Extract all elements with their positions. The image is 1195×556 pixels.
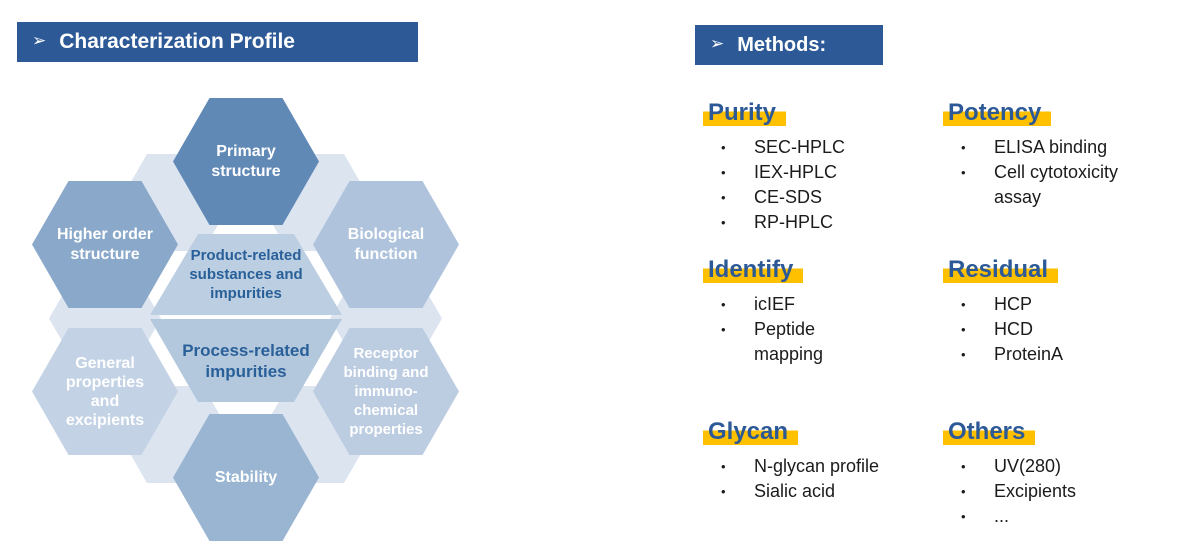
section-heading: Glycan	[703, 416, 799, 447]
hexagon-label: Biological function	[347, 225, 425, 263]
characterization-hexagon-diagram: Primary structure Higher order structure…	[20, 88, 480, 553]
bullet-icon: •	[721, 215, 726, 230]
bullet-icon: •	[721, 459, 726, 474]
section-others: Others •UV(280) •Excipients •...	[943, 416, 1148, 529]
hexagon-label: Stability	[214, 468, 278, 486]
bullet-icon: •	[721, 297, 726, 312]
section-heading: Others	[943, 416, 1036, 447]
bullet-icon: •	[721, 322, 726, 337]
method-list: •icIEF •Peptide mapping	[708, 292, 858, 367]
method-list: •UV(280) •Excipients •...	[948, 454, 1148, 529]
list-item: •Excipients	[948, 479, 1148, 504]
section-heading: Residual	[943, 254, 1059, 285]
list-item: •IEX-HPLC	[708, 160, 918, 185]
bullet-icon: •	[961, 165, 966, 180]
list-item: •ProteinA	[948, 342, 1148, 367]
list-item: •icIEF	[708, 292, 858, 317]
list-item: •CE-SDS	[708, 185, 918, 210]
hexagon-receptor-binding: Receptor binding and immuno- chemical pr…	[313, 328, 459, 455]
list-item: •RP-HPLC	[708, 210, 918, 235]
section-heading: Purity	[703, 97, 787, 128]
section-heading: Identify	[703, 254, 804, 285]
methods-title: Methods:	[737, 33, 827, 56]
bullet-icon: •	[961, 140, 966, 155]
bullet-icon: •	[961, 347, 966, 362]
characterization-profile-title-bar: ➢ Characterization Profile	[17, 22, 418, 62]
arrow-icon: ➢	[710, 34, 725, 53]
list-item: •SEC-HPLC	[708, 135, 918, 160]
hexagon-label: Higher order structure	[56, 225, 153, 263]
hexagon-biological-function: Biological function	[313, 181, 459, 308]
method-list: •N-glycan profile •Sialic acid	[708, 454, 938, 504]
hexagon-label: Primary structure	[211, 142, 281, 180]
list-item: •Peptide mapping	[708, 317, 858, 367]
list-item: •UV(280)	[948, 454, 1148, 479]
method-list: •ELISA binding •Cell cytotoxicity assay	[948, 135, 1148, 210]
section-potency: Potency •ELISA binding •Cell cytotoxicit…	[943, 97, 1148, 210]
bullet-icon: •	[961, 509, 966, 524]
bullet-icon: •	[961, 484, 966, 499]
section-heading: Potency	[943, 97, 1052, 128]
bullet-icon: •	[721, 484, 726, 499]
section-purity: Purity •SEC-HPLC •IEX-HPLC •CE-SDS •RP-H…	[703, 97, 918, 235]
section-glycan: Glycan •N-glycan profile •Sialic acid	[703, 416, 938, 504]
list-item: •Sialic acid	[708, 479, 938, 504]
method-list: •SEC-HPLC •IEX-HPLC •CE-SDS •RP-HPLC	[708, 135, 918, 235]
list-item: •HCP	[948, 292, 1148, 317]
bullet-icon: •	[961, 322, 966, 337]
bullet-icon: •	[721, 190, 726, 205]
section-identify: Identify •icIEF •Peptide mapping	[703, 254, 858, 367]
arrow-icon: ➢	[32, 31, 47, 50]
list-item: •...	[948, 504, 1148, 529]
bullet-icon: •	[961, 459, 966, 474]
method-list: •HCP •HCD •ProteinA	[948, 292, 1148, 367]
bullet-icon: •	[961, 297, 966, 312]
page-title: Characterization Profile	[59, 30, 295, 53]
list-item: •ELISA binding	[948, 135, 1148, 160]
list-item: •Cell cytotoxicity assay	[948, 160, 1148, 210]
hexagon-label: Receptor binding and immuno- chemical pr…	[343, 345, 429, 438]
hexagon-label: General properties and excipients	[65, 354, 145, 429]
bullet-icon: •	[721, 140, 726, 155]
list-item: •N-glycan profile	[708, 454, 938, 479]
bullet-icon: •	[721, 165, 726, 180]
methods-title-bar: ➢ Methods:	[695, 25, 883, 65]
list-item: •HCD	[948, 317, 1148, 342]
section-residual: Residual •HCP •HCD •ProteinA	[943, 254, 1148, 367]
